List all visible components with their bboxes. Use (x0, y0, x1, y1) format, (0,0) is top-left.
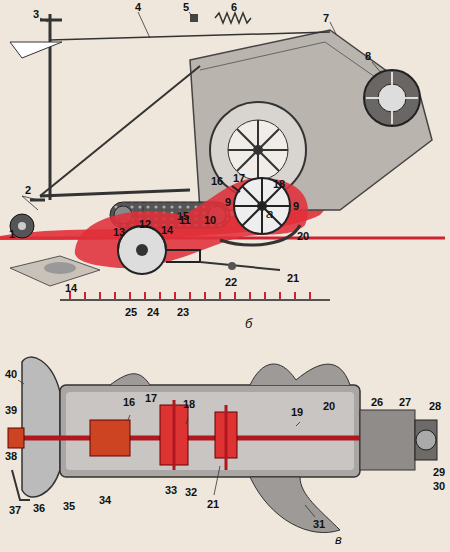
callout-number: 5 (182, 1, 190, 13)
callout-number: 30 (432, 480, 446, 492)
callout-number: 12 (138, 218, 152, 230)
callout-number: 37 (8, 504, 22, 516)
figure-letter: б (244, 318, 253, 330)
callout-number: 8 (364, 50, 372, 62)
figure-letter: а (265, 208, 274, 220)
callout-number: 22 (224, 276, 238, 288)
callout-number: 4 (134, 1, 142, 13)
callout-number: 9 (292, 200, 300, 212)
callout-number: 10 (203, 214, 217, 226)
callout-number: 9 (224, 196, 232, 208)
callout-number: 1 (8, 228, 16, 240)
callout-number: 3 (32, 8, 40, 20)
callout-number: 18 (272, 178, 286, 190)
callout-number: 19 (290, 406, 304, 418)
callout-number: 28 (428, 400, 442, 412)
callout-number: 2 (24, 184, 32, 196)
callout-number: 16 (210, 175, 224, 187)
callout-number: 39 (4, 404, 18, 416)
callout-number: 18 (182, 398, 196, 410)
callout-number: 21 (206, 498, 220, 510)
callout-number: 29 (432, 466, 446, 478)
callout-number: 23 (176, 306, 190, 318)
callout-number: 13 (112, 226, 126, 238)
figure-letter: в (334, 534, 343, 546)
callout-number: 6 (230, 1, 238, 13)
callout-number: 15 (176, 210, 190, 222)
callout-number: 17 (144, 392, 158, 404)
callout-number: 17 (232, 172, 246, 184)
callout-number: 40 (4, 368, 18, 380)
pickup-rotor-section (60, 178, 330, 300)
rotor-assembly (8, 357, 437, 532)
callout-number: 16 (122, 396, 136, 408)
callout-number: 7 (322, 12, 330, 24)
callout-number: 14 (64, 282, 78, 294)
callout-number: 24 (146, 306, 160, 318)
callout-number: 33 (164, 484, 178, 496)
callout-number: 31 (312, 518, 326, 530)
callout-number: 27 (398, 396, 412, 408)
callout-number: 20 (322, 400, 336, 412)
callout-number: 36 (32, 502, 46, 514)
callout-number: 20 (296, 230, 310, 242)
callout-number: 38 (4, 450, 18, 462)
pickup-press-side-view (0, 12, 445, 286)
callout-number: 32 (184, 486, 198, 498)
callout-number: 21 (286, 272, 300, 284)
callout-number: 25 (124, 306, 138, 318)
callout-number: 35 (62, 500, 76, 512)
callout-number: 26 (370, 396, 384, 408)
callout-number: 34 (98, 494, 112, 506)
callout-number: 14 (160, 224, 174, 236)
